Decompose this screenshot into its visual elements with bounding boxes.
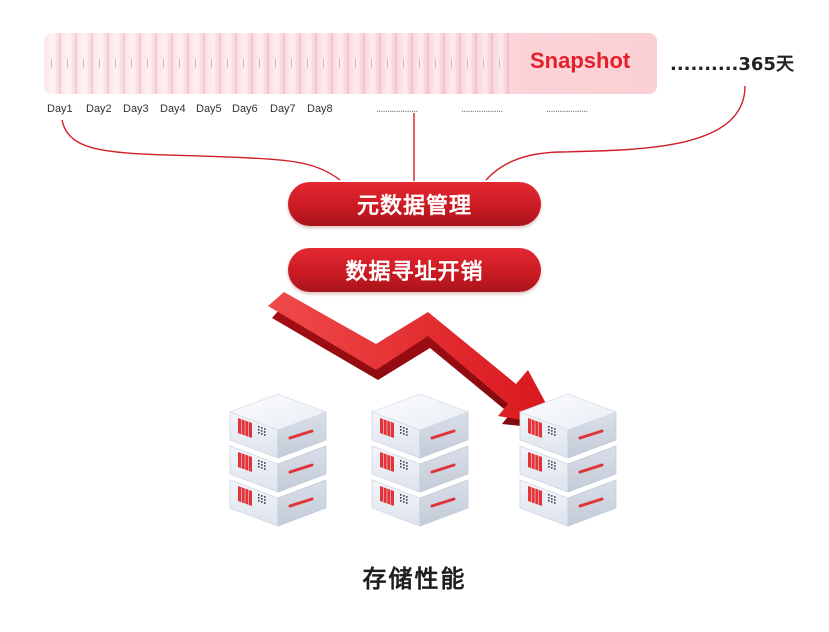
snapshot-tick <box>211 59 212 68</box>
snapshot-tick <box>83 59 84 68</box>
snapshot-tick <box>115 59 116 68</box>
timeline-placeholder: ................... <box>461 104 503 115</box>
snapshot-tick <box>131 59 132 68</box>
day-label: Day2 <box>86 103 112 115</box>
snapshot-tick <box>451 59 452 68</box>
snapshot-tick <box>227 59 228 68</box>
snapshot-tick <box>419 59 420 68</box>
snapshot-tick <box>387 59 388 68</box>
snapshot-tick <box>243 59 244 68</box>
snapshot-tick <box>355 59 356 68</box>
data-addressing-overhead-pill: 数据寻址开销 <box>288 248 541 292</box>
server-stack <box>370 393 470 527</box>
snapshot-tick <box>339 59 340 68</box>
timeline-placeholder: ................... <box>376 104 418 115</box>
day-label: Day7 <box>270 103 296 115</box>
snapshot-tick <box>259 59 260 68</box>
snapshot-tick <box>483 59 484 68</box>
snapshot-timeline-bar <box>44 33 657 94</box>
snapshot-tick <box>99 59 100 68</box>
server-stack <box>518 393 618 527</box>
snapshot-tick <box>323 59 324 68</box>
snapshot-tick <box>291 59 292 68</box>
snapshot-tick <box>435 59 436 68</box>
snapshot-tick <box>163 59 164 68</box>
timeline-placeholder: ................... <box>546 104 588 115</box>
snapshot-tick <box>67 59 68 68</box>
server-icon <box>229 445 327 493</box>
snapshot-label: Snapshot <box>530 48 631 73</box>
snapshot-tick <box>467 59 468 68</box>
day-label: Day4 <box>160 103 186 115</box>
day-label: Day1 <box>47 103 73 115</box>
snapshot-tick <box>499 59 500 68</box>
snapshot-slice <box>492 33 509 94</box>
server-stacks <box>228 393 618 527</box>
timeline-end-label: ..........365天 <box>670 54 794 75</box>
connector-right <box>485 85 746 181</box>
snapshot-tick <box>195 59 196 68</box>
day-label: Day5 <box>196 103 222 115</box>
server-stack <box>228 393 328 527</box>
day-label: Day3 <box>123 103 149 115</box>
snapshot-tick <box>275 59 276 68</box>
server-icon <box>229 479 327 527</box>
server-icon <box>518 393 618 459</box>
storage-performance-caption: 存储性能 <box>362 565 467 593</box>
day-label: Day8 <box>307 103 333 115</box>
server-icon <box>371 479 469 527</box>
snapshot-tick <box>307 59 308 68</box>
snapshot-tick <box>147 59 148 68</box>
server-icon <box>370 393 470 459</box>
server-icon <box>371 445 469 493</box>
server-icon <box>228 393 328 459</box>
day-label: Day6 <box>232 103 258 115</box>
snapshot-tick <box>179 59 180 68</box>
snapshot-tick <box>403 59 404 68</box>
server-icon <box>519 479 617 527</box>
snapshot-tick <box>371 59 372 68</box>
snapshot-tick <box>51 59 52 68</box>
server-icon <box>519 445 617 493</box>
connector-left <box>61 119 341 181</box>
metadata-management-pill: 元数据管理 <box>288 182 541 226</box>
